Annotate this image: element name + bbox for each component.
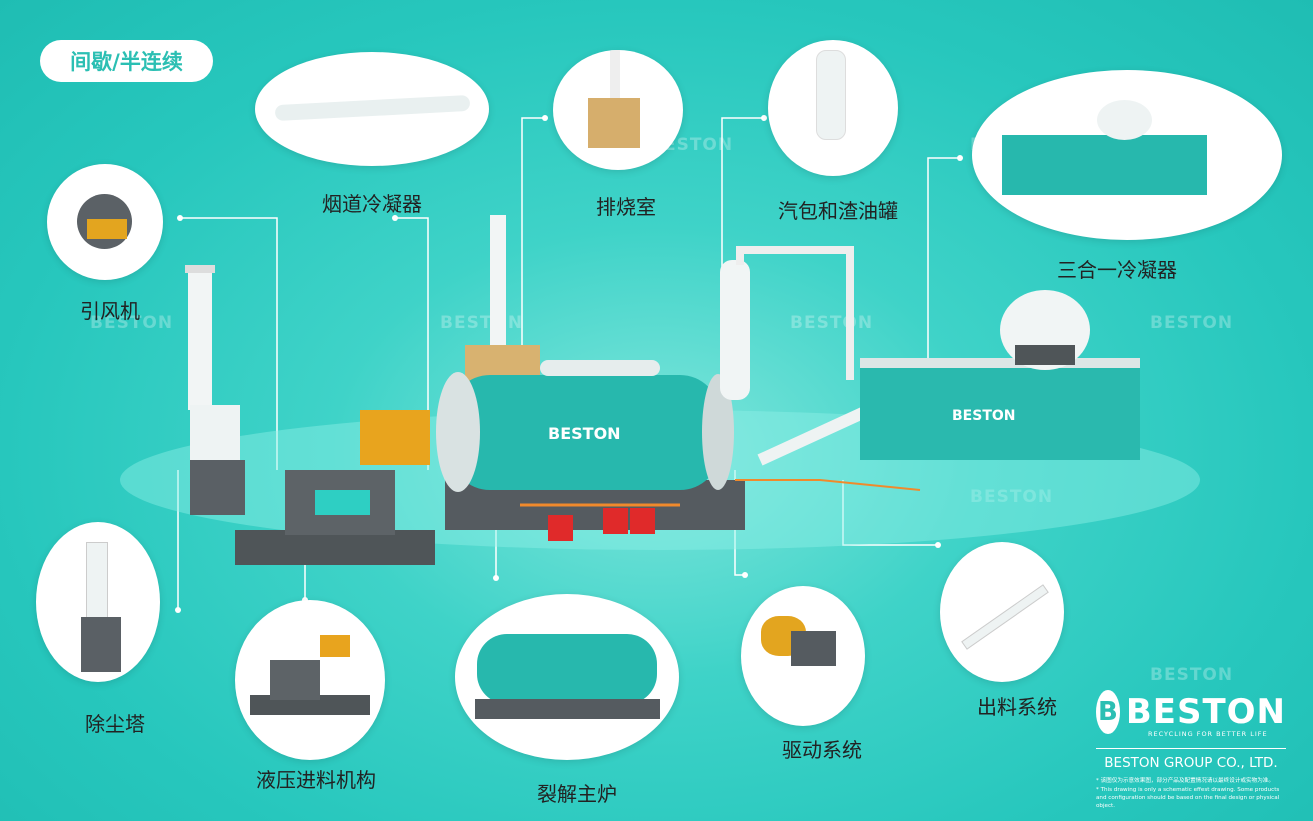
label-main-reactor: 裂解主炉 [537, 782, 617, 806]
disclaimer-en: * This drawing is only a schematic effes… [1096, 787, 1280, 809]
label-steam-drum-oil-tank: 汽包和渣油罐 [778, 199, 898, 223]
watermark: BESTON [1150, 665, 1234, 685]
exhaust-chamber-image [553, 50, 683, 170]
main-reactor-image [455, 594, 679, 760]
label-drive-system: 驱动系统 [782, 738, 862, 762]
three-in-one-condenser-image [972, 70, 1282, 240]
condenser-brand-text: BESTON [952, 408, 1016, 424]
watermark: BESTON [970, 487, 1054, 507]
dust-tower-machine [185, 265, 245, 515]
flue-condenser-image [255, 52, 489, 166]
induced-fan-image [47, 164, 163, 280]
hydraulic-feeder-image [235, 600, 385, 760]
reactor-brand-text: BESTON [548, 424, 621, 443]
steam-drum-oil-tank-image [768, 40, 898, 176]
disclaimer-cn: * 该图仅为示意效果图，部分产品及配置情况请以最终设计或实物为准。 [1096, 778, 1274, 784]
watermark: BESTON [90, 313, 174, 333]
logo-tagline: RECYCLING FOR BETTER LIFE [1148, 730, 1268, 738]
beston-logo: B BESTON RECYCLING FOR BETTER LIFE BESTO… [1096, 690, 1286, 810]
label-exhaust-chamber: 排烧室 [596, 195, 656, 219]
label-hydraulic-feeder: 液压进料机构 [256, 768, 376, 792]
mode-badge: 间歇/半连续 [40, 40, 213, 82]
beston-logo-icon: B [1096, 690, 1120, 734]
discharge-system-image [940, 542, 1064, 682]
logo-divider [1096, 748, 1286, 749]
label-discharge-system: 出料系统 [977, 695, 1057, 719]
label-flue-condenser: 烟道冷凝器 [322, 192, 422, 216]
logo-name: BESTON [1125, 692, 1286, 732]
watermark: BESTON [1150, 313, 1234, 333]
label-three-in-one-condenser: 三合一冷凝器 [1057, 258, 1177, 282]
label-induced-fan: 引风机 [80, 299, 140, 323]
company-name: BESTON GROUP CO., LTD. [1104, 755, 1278, 771]
dust-tower-image [36, 522, 160, 682]
drive-system-image [741, 586, 865, 726]
label-dust-tower: 除尘塔 [85, 712, 145, 736]
